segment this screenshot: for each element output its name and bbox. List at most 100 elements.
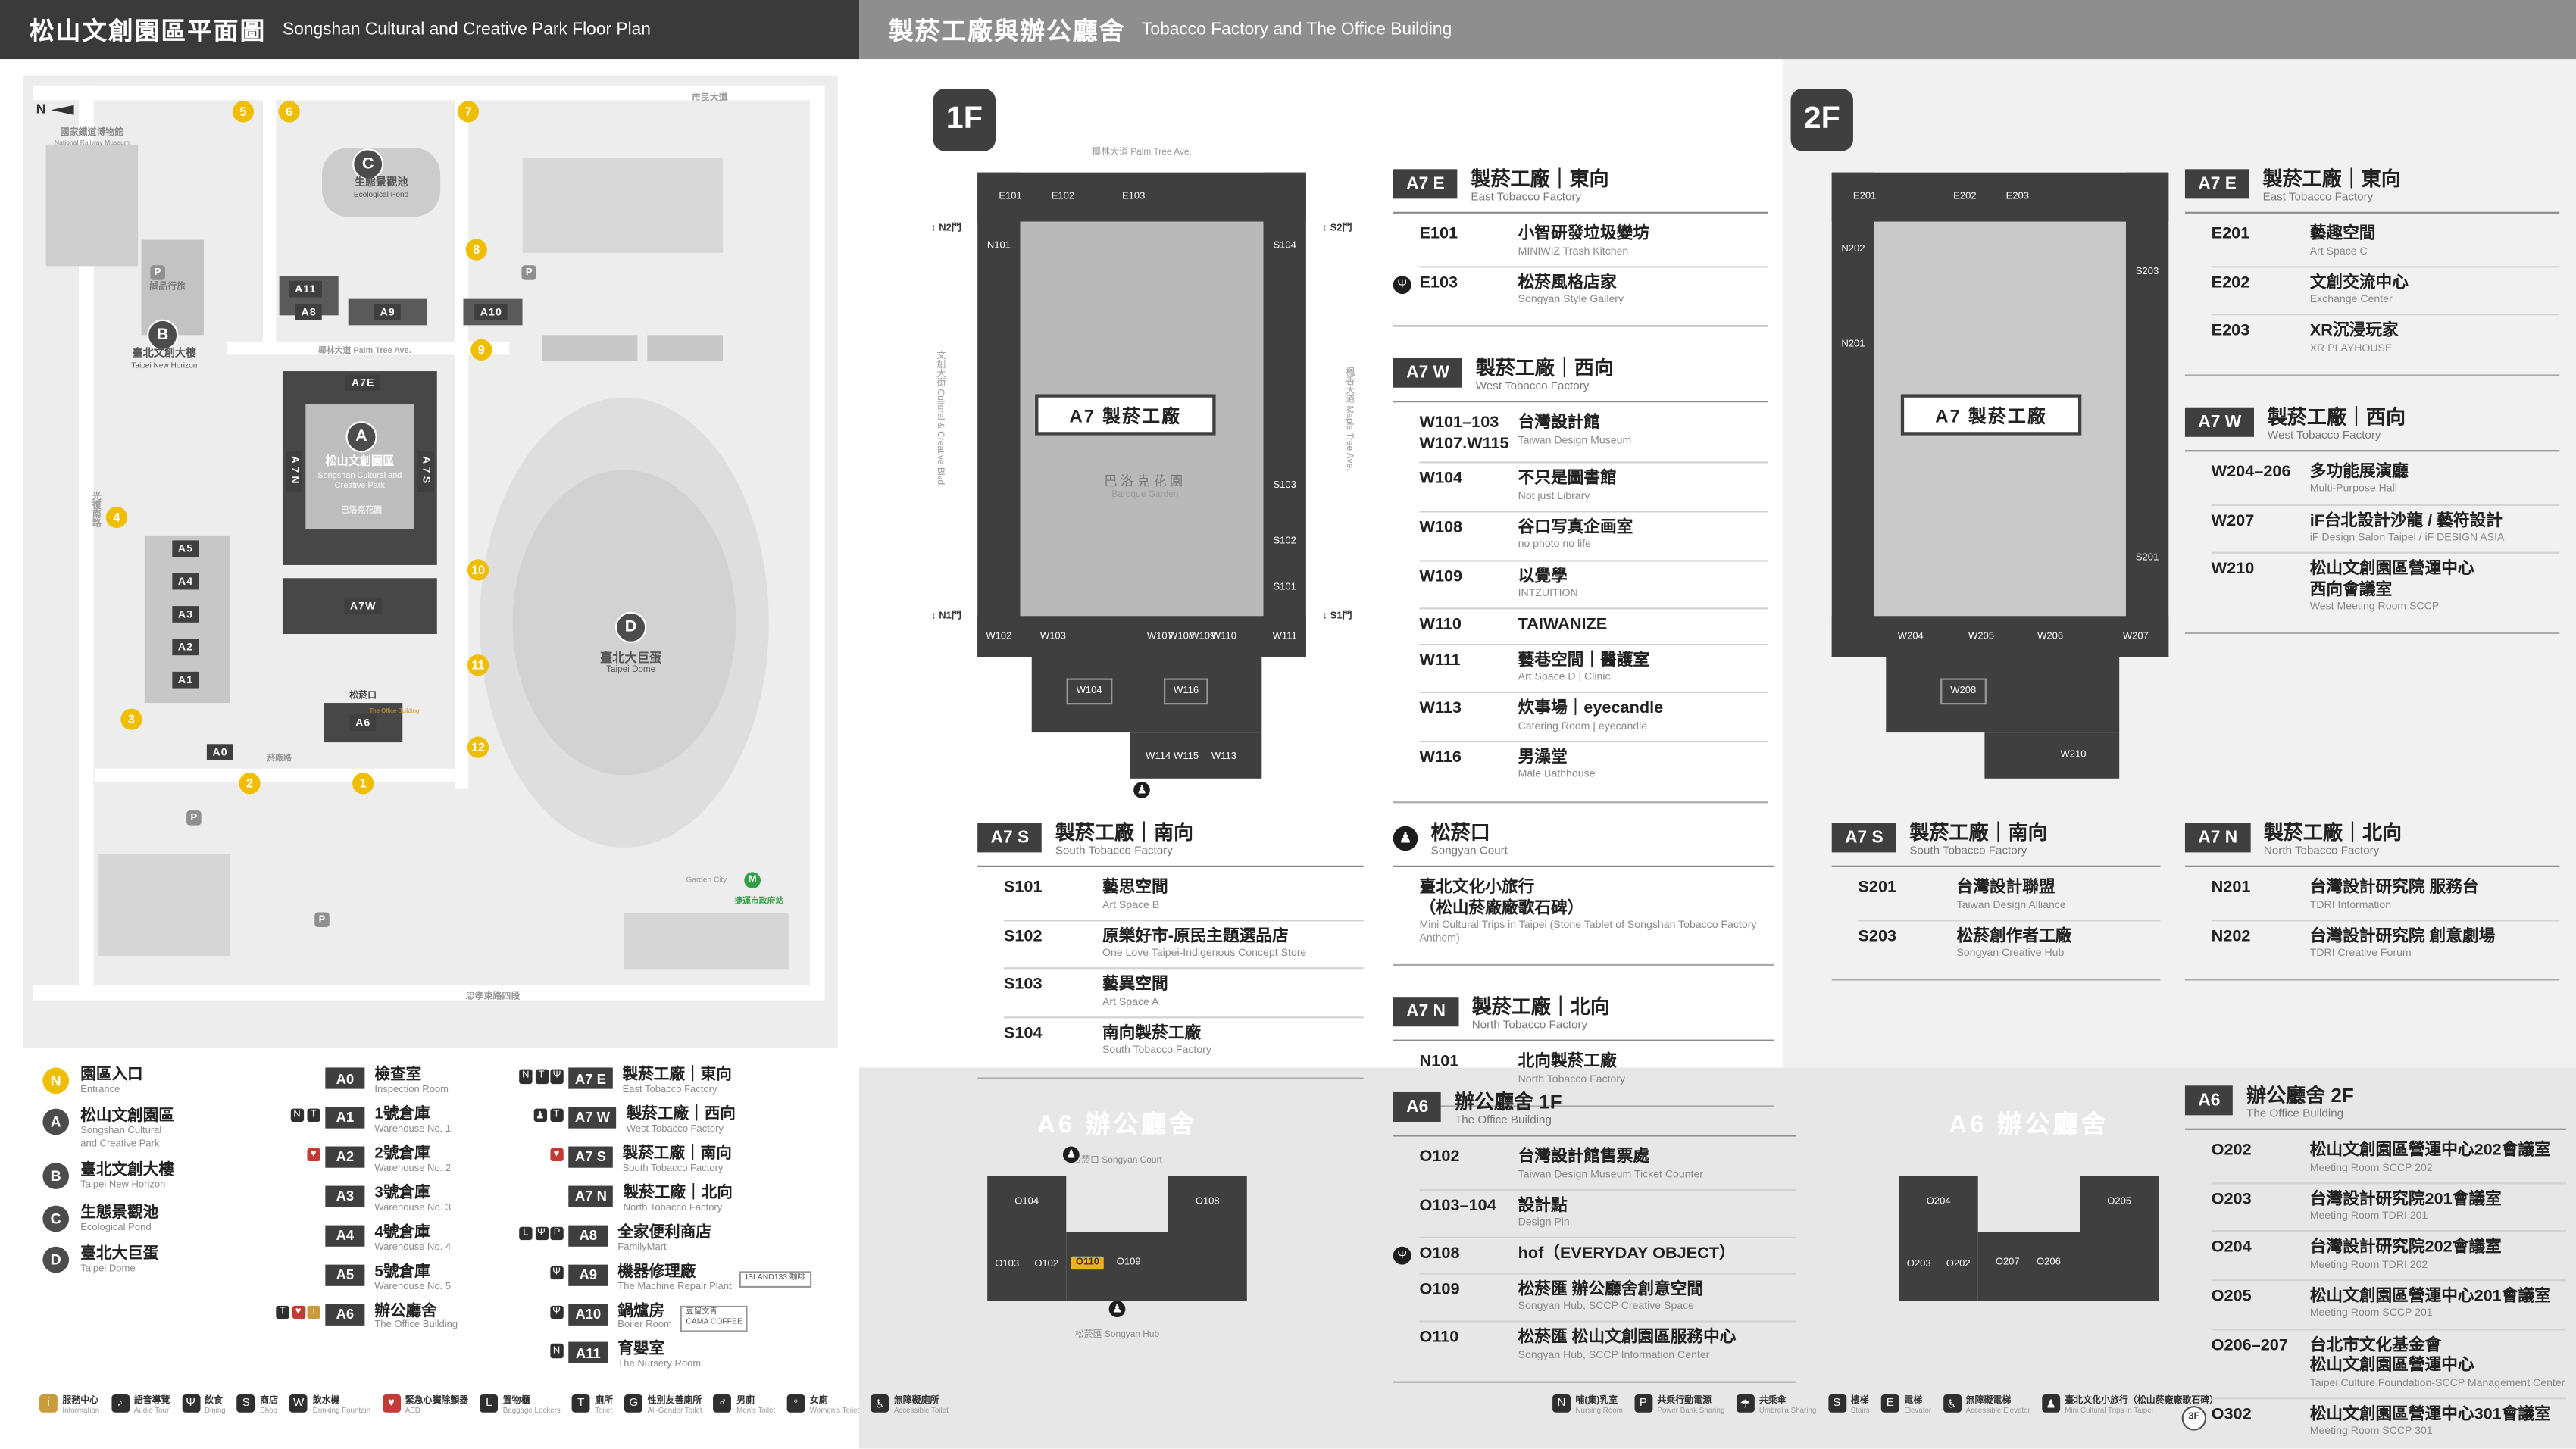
section-title-zh: 製菸工廠｜西向 <box>2267 405 2406 429</box>
room-code-line: W109 <box>1419 567 1463 586</box>
room-code: S101 <box>1004 879 1089 899</box>
item-name-zh: 松山文創園區營運中心 <box>2309 1357 2474 1375</box>
tenant-note-line: ISLAND133 咖啡 <box>746 1274 805 1282</box>
food-icon: Ψ <box>1393 1247 1411 1266</box>
item-name-zh: 男澡堂 <box>1518 748 1568 767</box>
section-title-en: South Tobacco Factory <box>1055 845 1173 857</box>
right-header-title-zh: 製菸工廠與辦公廳舍 <box>889 17 1126 45</box>
room-code-line: O108 <box>1419 1245 1460 1264</box>
building-name-en: Inspection Room <box>374 1085 449 1096</box>
item-name-zh: 炊事場｜eyecandle <box>1518 700 1664 719</box>
facility-label-zh: 商店 <box>260 1396 279 1407</box>
tenant-note-line: 豆留文青 <box>686 1308 717 1316</box>
building-badge-a0: A0 <box>325 1067 365 1089</box>
park-map-background <box>23 75 838 1048</box>
item-name-zh: 以覺學 <box>1518 567 1568 586</box>
compass-north-label: N <box>36 101 46 117</box>
gender-icon: G <box>624 1394 643 1413</box>
room-code-line: S102 <box>1003 927 1043 946</box>
nursing-icon: N <box>289 1108 305 1123</box>
plan1-north-band <box>977 172 1306 222</box>
room-code-line: W210 <box>2211 560 2255 579</box>
room-code-line: W107.W115 <box>1419 435 1509 453</box>
facility-label-en: Men's Toilet <box>736 1406 776 1414</box>
landmark-badge-n: N <box>42 1067 70 1095</box>
item-name-zh: 北向製菸工廠 <box>1518 1053 1617 1072</box>
floor-badge-3f: 3F <box>2181 1405 2207 1430</box>
landmark-name-zh: 臺北文創大樓 <box>80 1161 174 1180</box>
facility-label-en: Mini Cultural Trips in Taipei <box>2065 1406 2153 1414</box>
item-name-en: Catering Room | eyecandle <box>1518 720 1648 732</box>
item-name-en: Male Bathhouse <box>1518 769 1596 781</box>
building-badge-a4: A4 <box>325 1224 365 1247</box>
item-name-zh: 台灣設計聯盟 <box>1956 879 2055 897</box>
landmark-name-en: Taipei Dome <box>80 1264 136 1275</box>
room-code-line: N201 <box>2211 879 2251 897</box>
item-text: hof（EVERYDAY OBJECT） <box>1518 1245 1736 1266</box>
building-badge-a3: A3 <box>325 1185 365 1207</box>
item-name-en: North Tobacco Factory <box>1518 1073 1626 1085</box>
room-code-line: S201 <box>1858 879 1897 897</box>
item-name-zh: 台灣設計館 <box>1518 414 1600 433</box>
landmark-name-zh: 松山文創園區 <box>80 1107 174 1126</box>
room-code-line: S104 <box>1003 1024 1043 1043</box>
walk-icon: ♟ <box>1393 825 1418 851</box>
room-code-line: W111 <box>1419 651 1461 670</box>
facility-label-zh: 臺北文化小旅行（松山菸廠廠歌石碑） <box>2065 1396 2219 1407</box>
item-name-en: INTZUITION <box>1518 588 1578 600</box>
item-name-en: Meeting Room SCCP 202 <box>2309 1162 2433 1174</box>
item-name-zh: 松菸創作者工廠 <box>1956 927 2072 946</box>
aed-icon: ♥ <box>382 1394 401 1413</box>
item-name-zh: 台灣設計研究院 創意劇場 <box>2309 927 2496 946</box>
building-name-zh: 育嬰室 <box>617 1341 665 1360</box>
item-name-en: Mini Cultural Trips in Taipei (Stone Tab… <box>1419 920 1757 945</box>
locker-icon: L <box>519 1226 533 1241</box>
item-name-en: Not just Library <box>1518 490 1590 502</box>
item-name-zh: 藝異空間 <box>1102 976 1168 995</box>
accessible-icon: ♿ <box>871 1394 889 1413</box>
item-text: 男澡堂 Male Bathhouse <box>1518 749 1596 783</box>
item-name-zh: 西向會議室 <box>2309 580 2393 599</box>
room-code-line: E203 <box>2211 322 2250 341</box>
